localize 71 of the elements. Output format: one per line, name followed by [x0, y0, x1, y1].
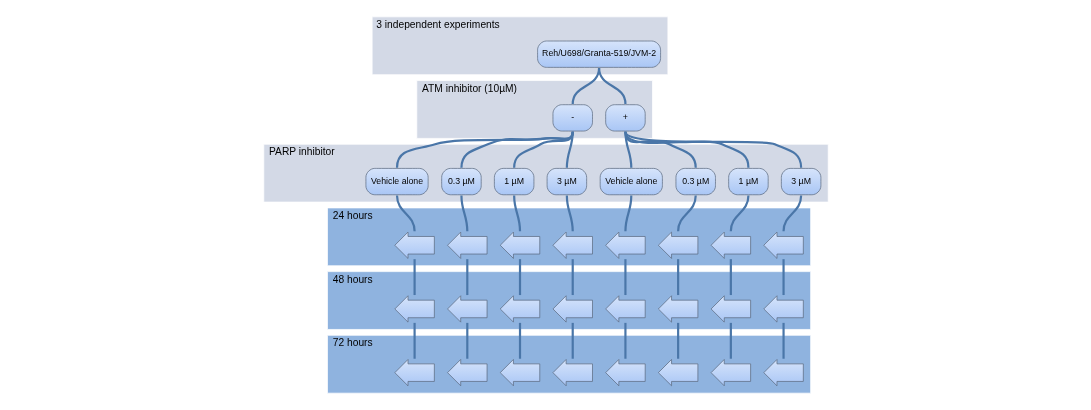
node-arrow	[604, 359, 646, 387]
node-box: 3 µM	[546, 168, 587, 196]
node-box: 0.3 µM	[675, 168, 716, 196]
node-box: 1 µM	[493, 168, 534, 196]
node-arrow	[446, 359, 487, 387]
connector	[623, 195, 632, 232]
node-arrow	[393, 359, 435, 387]
connector	[781, 195, 802, 232]
node-box: Vehicle alone	[365, 168, 428, 196]
node-arrow	[499, 295, 540, 323]
node-box: Reh/U698/Granta-519/JVM-2	[536, 40, 661, 68]
node-arrow	[710, 359, 751, 387]
node-box: 3 µM	[780, 168, 821, 196]
connector	[465, 322, 468, 359]
connector	[571, 322, 574, 359]
node-arrow	[762, 295, 804, 323]
connector	[512, 131, 574, 168]
node-arrow	[710, 295, 751, 323]
connector	[459, 131, 574, 168]
connector	[413, 322, 416, 359]
node-arrow	[657, 295, 698, 323]
node-arrow	[552, 359, 593, 387]
node-arrow	[446, 295, 487, 323]
node-box: -	[552, 104, 593, 132]
node-arrow	[604, 231, 646, 259]
connector	[597, 67, 627, 105]
cluster: 72 hours	[326, 334, 811, 394]
node-box: 1 µM	[727, 168, 769, 196]
node-arrow	[393, 231, 435, 259]
node-arrow	[393, 295, 435, 323]
connector	[465, 259, 468, 296]
node-box: Vehicle alone	[599, 168, 663, 196]
connector	[729, 195, 749, 232]
connector	[781, 259, 785, 296]
node-arrow	[657, 359, 698, 387]
connector	[395, 131, 574, 168]
connector	[676, 322, 679, 359]
connector	[623, 131, 749, 168]
node-arrow	[657, 231, 698, 259]
connector	[512, 195, 521, 232]
node-arrow	[552, 295, 593, 323]
node-arrow	[499, 231, 540, 259]
connector	[395, 195, 416, 232]
connector	[676, 195, 697, 232]
connector	[624, 131, 802, 168]
node-arrow	[762, 231, 804, 259]
connector	[413, 259, 416, 296]
connector	[518, 322, 521, 359]
connector	[623, 131, 697, 168]
connector	[729, 322, 732, 359]
node-arrow	[499, 359, 540, 387]
connector	[571, 259, 574, 296]
node-box: +	[604, 104, 646, 132]
connector	[729, 259, 732, 296]
node-arrow	[762, 359, 804, 387]
node-arrow	[710, 231, 751, 259]
connector	[459, 195, 468, 232]
node-arrow	[604, 295, 646, 323]
cluster: 48 hours	[326, 271, 811, 330]
cluster: 24 hours	[326, 207, 811, 267]
connector	[565, 131, 574, 168]
node-arrow	[446, 231, 487, 259]
connector	[676, 259, 679, 296]
connector	[623, 259, 627, 296]
connector	[781, 322, 785, 359]
connector	[623, 131, 632, 168]
connector	[565, 195, 574, 232]
node-box: 0.3 µM	[440, 168, 482, 196]
connector	[623, 322, 627, 359]
node-arrow	[552, 231, 593, 259]
connector	[518, 259, 521, 296]
